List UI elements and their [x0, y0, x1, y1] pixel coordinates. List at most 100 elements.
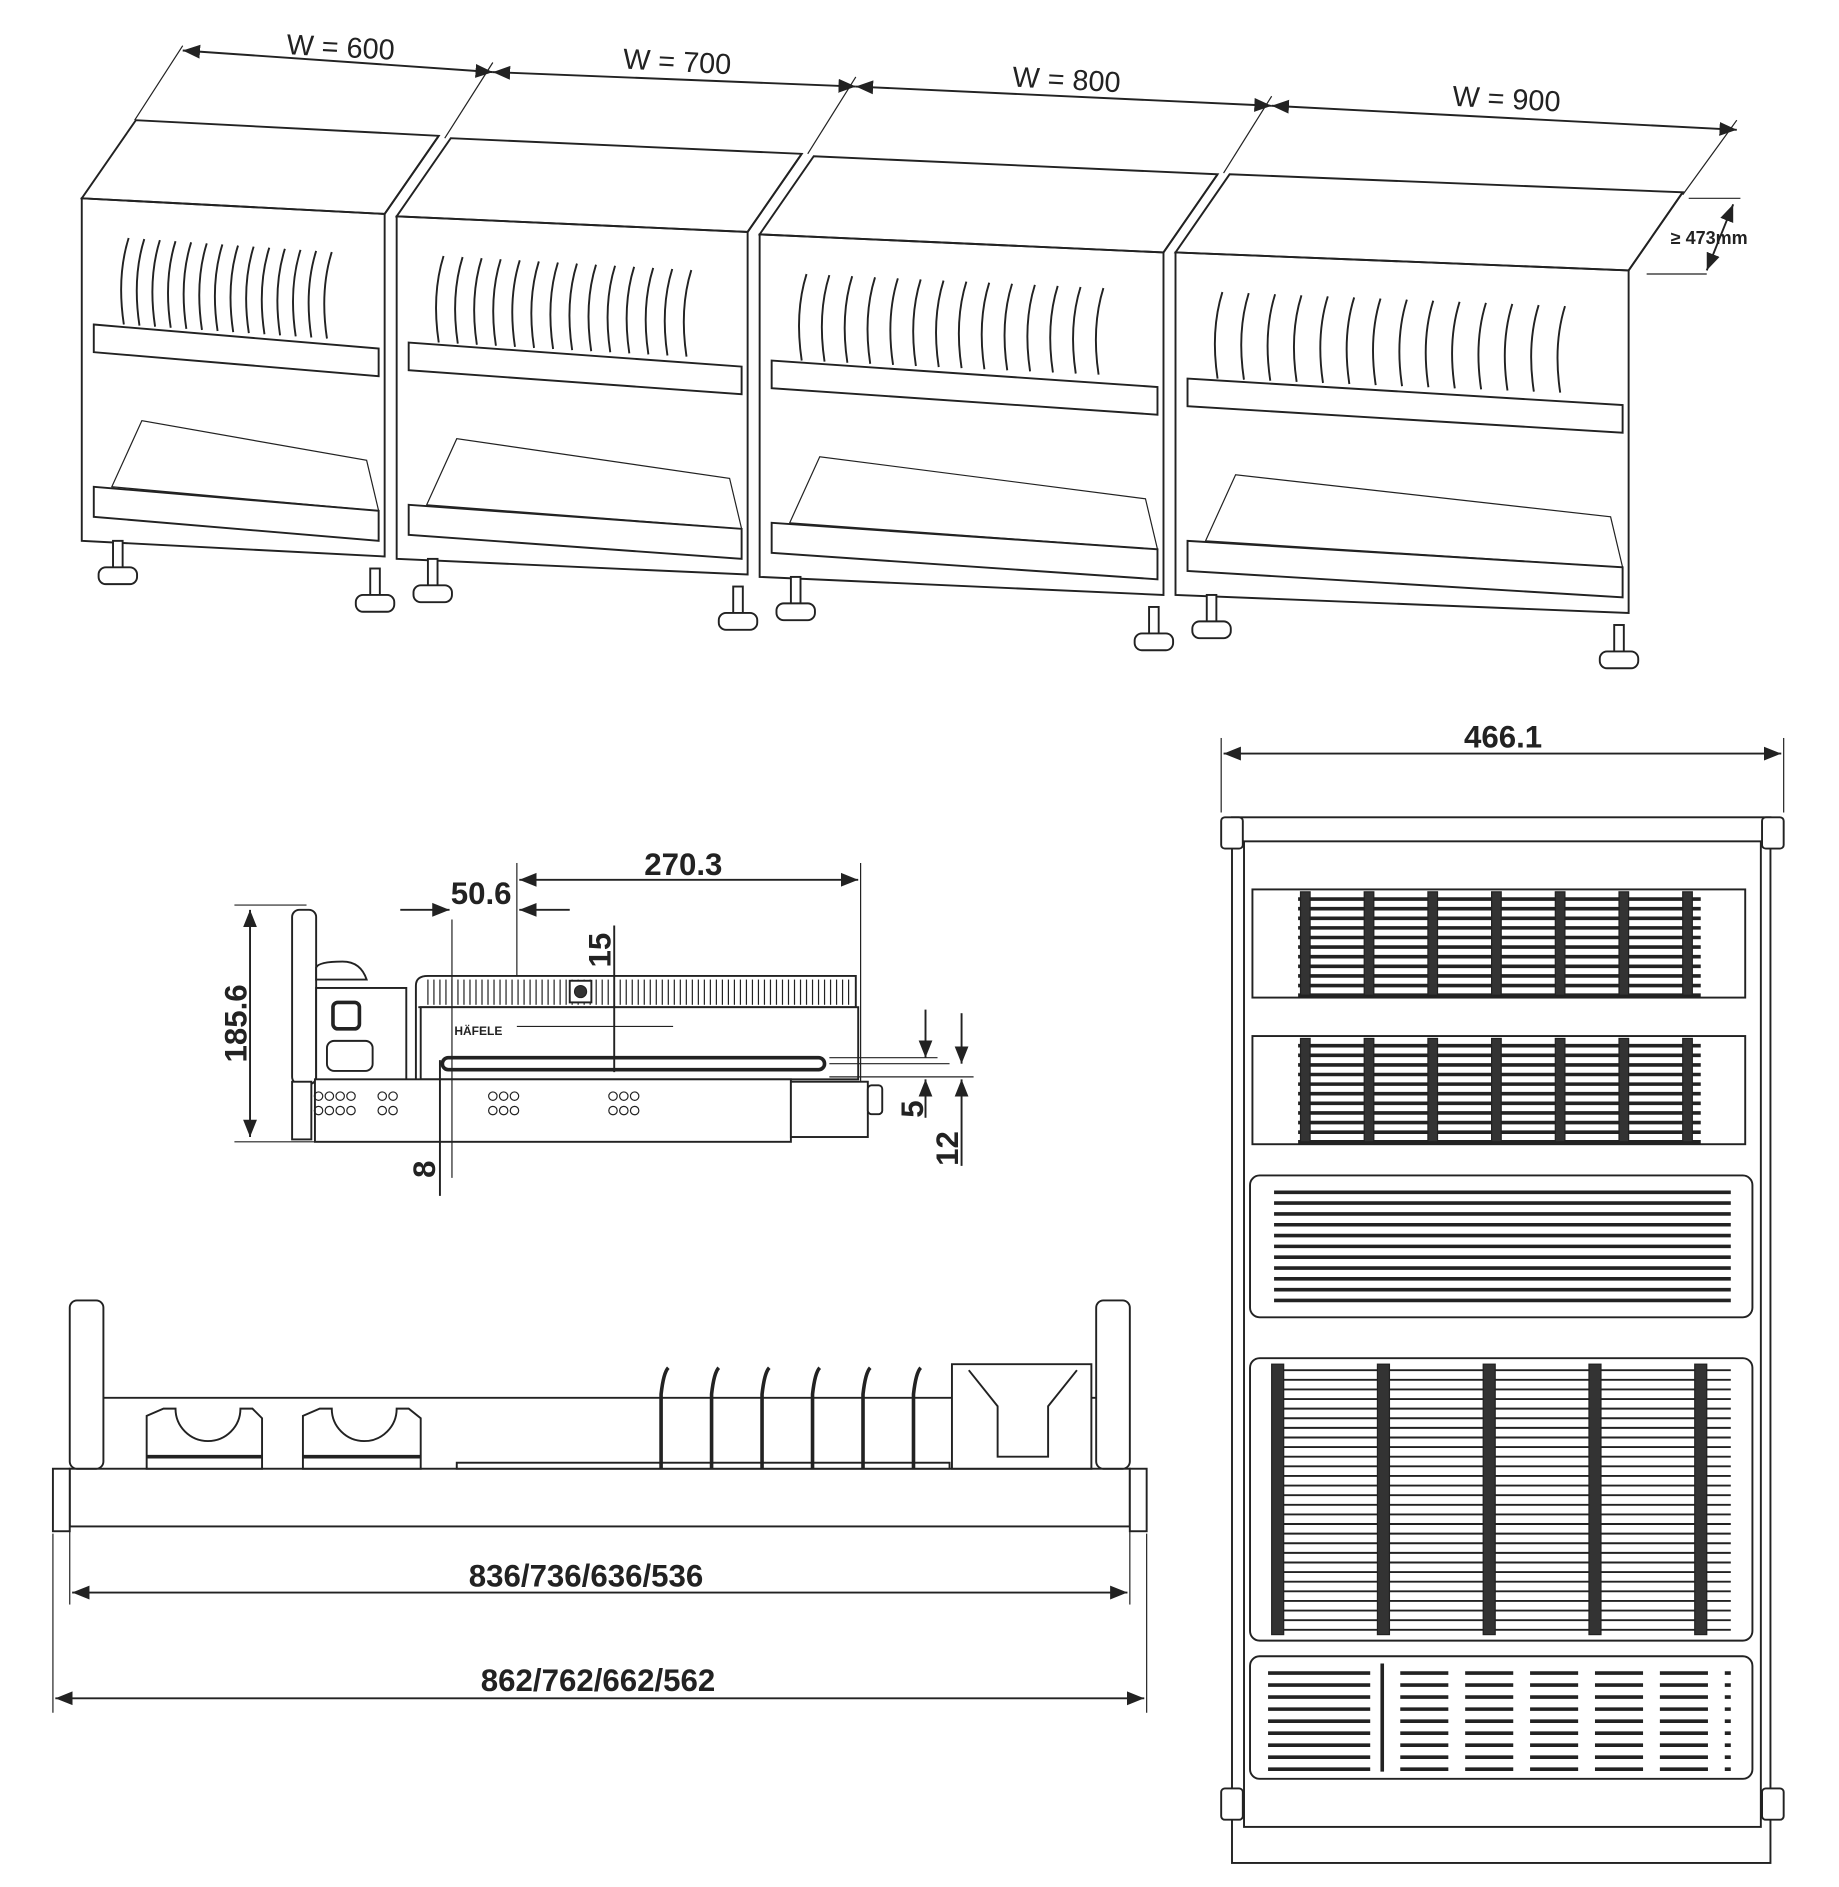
- cabinet-edge: [383, 135, 440, 215]
- plate-divider: [276, 248, 286, 336]
- plate-divider: [435, 255, 445, 343]
- upper-basket: [92, 323, 380, 378]
- hole: [377, 1105, 388, 1116]
- dimension-15: 15: [583, 933, 618, 968]
- plate-divider: [980, 282, 991, 370]
- lower-drawer: [770, 521, 1159, 581]
- plate-divider: [1424, 300, 1435, 388]
- rack-rib: [1427, 1037, 1439, 1143]
- hole: [335, 1105, 345, 1116]
- plate-divider: [1530, 304, 1540, 392]
- depth-label: ≥ 473mm: [1671, 228, 1748, 248]
- plate-divider: [1266, 293, 1277, 381]
- front-view-drawing: [51, 1299, 1148, 1533]
- rack-rib: [1299, 1037, 1311, 1143]
- plate-divider: [151, 239, 161, 327]
- plate-divider: [889, 278, 899, 366]
- lower-drawer-base: [110, 419, 380, 512]
- lower-drawer-base: [425, 438, 743, 530]
- width-label-600: W = 600: [286, 29, 396, 67]
- plate-divider: [292, 249, 302, 337]
- hole: [509, 1091, 520, 1101]
- hole: [335, 1091, 345, 1101]
- plate-divider: [213, 244, 224, 332]
- plate-divider: [307, 250, 318, 338]
- front-view-dimensions: 836/736/636/536 862/762/662/562: [52, 1528, 1148, 1713]
- side-view-dimensions: 185.6 270.3 50.6 15 8 5 12: [218, 847, 974, 1196]
- top-view-dimensions: 466.1: [1220, 720, 1785, 813]
- upper-basket: [407, 341, 743, 396]
- plate-divider: [323, 251, 333, 339]
- plate-divider: [663, 268, 674, 356]
- rack-rib: [1271, 1363, 1285, 1636]
- leg-foot: [97, 566, 139, 586]
- plate-divider: [1003, 283, 1013, 371]
- hole: [313, 1091, 324, 1101]
- cabinet-edge: [1162, 173, 1219, 253]
- side-view-drawing: HÄFELE: [291, 908, 884, 1143]
- plate-divider: [659, 1366, 670, 1469]
- hole: [509, 1105, 520, 1116]
- hole: [324, 1105, 335, 1116]
- plate-divider: [1372, 298, 1382, 386]
- rack-rib: [1682, 1037, 1693, 1143]
- rack-rib: [1363, 1037, 1375, 1143]
- hole: [498, 1105, 509, 1116]
- plate-divider: [473, 257, 483, 345]
- rack-rib: [1299, 891, 1311, 996]
- rack-rib: [1588, 1363, 1602, 1636]
- rack-rib: [1491, 891, 1502, 996]
- plate-divider: [549, 262, 559, 350]
- rack-rib: [1618, 1037, 1630, 1143]
- rack-rib: [1554, 891, 1566, 996]
- hole: [488, 1091, 498, 1101]
- plate-divider: [454, 256, 464, 344]
- rack-rib: [1363, 891, 1375, 996]
- dimension-5: 5: [895, 1100, 930, 1117]
- mounting-holes: [313, 1091, 640, 1116]
- lower-drawer: [92, 485, 380, 542]
- plate-divider: [957, 281, 968, 369]
- hole: [324, 1091, 335, 1101]
- cabinet-1: [79, 119, 441, 613]
- plate-divider: [912, 279, 922, 367]
- plate-divider: [820, 274, 831, 362]
- plate-divider: [1049, 285, 1059, 373]
- top-width-dimension: 466.1: [1464, 720, 1542, 755]
- plate-divider: [260, 247, 271, 335]
- plate-divider: [1345, 297, 1356, 385]
- hafele-logo: HÄFELE: [454, 1023, 502, 1038]
- leg-foot: [354, 593, 396, 613]
- cabinet-row-isometric: [79, 119, 1685, 670]
- plate-divider: [1094, 287, 1105, 375]
- cabinet-top: [394, 137, 804, 233]
- leg-foot: [717, 612, 759, 631]
- plate-rack-section: [1249, 1357, 1754, 1642]
- cabinet-edge: [746, 153, 803, 233]
- cabinet-4: [1173, 173, 1685, 670]
- plate-divider: [492, 258, 502, 346]
- leg-foot: [775, 602, 816, 622]
- rack-rib: [1427, 891, 1439, 996]
- plate-divider: [625, 266, 636, 354]
- upper-basket: [770, 359, 1159, 416]
- dimension-270-3: 270.3: [644, 847, 722, 882]
- plate-divider: [587, 264, 597, 352]
- cabinet-front-frame: [758, 233, 1165, 596]
- cabinet-width-dimensions: W = 600 W = 700 W = 800 W = 900 ≥ 473mm: [134, 29, 1748, 275]
- plate-divider: [606, 265, 616, 353]
- plate-divider: [198, 243, 208, 331]
- hole: [346, 1105, 356, 1116]
- plate-divider: [568, 263, 578, 351]
- plate-dividers: [659, 1366, 923, 1469]
- cabinet-front-frame: [395, 215, 749, 576]
- plate-divider: [935, 280, 945, 368]
- hole: [619, 1091, 629, 1101]
- upper-basket: [1186, 377, 1624, 434]
- plate-divider: [182, 242, 193, 329]
- plate-divider: [1451, 301, 1461, 389]
- plate-divider: [709, 1366, 721, 1469]
- width-label-800: W = 800: [1012, 62, 1122, 100]
- top-view-drawing: [1220, 816, 1785, 1864]
- plate-divider: [1292, 295, 1303, 382]
